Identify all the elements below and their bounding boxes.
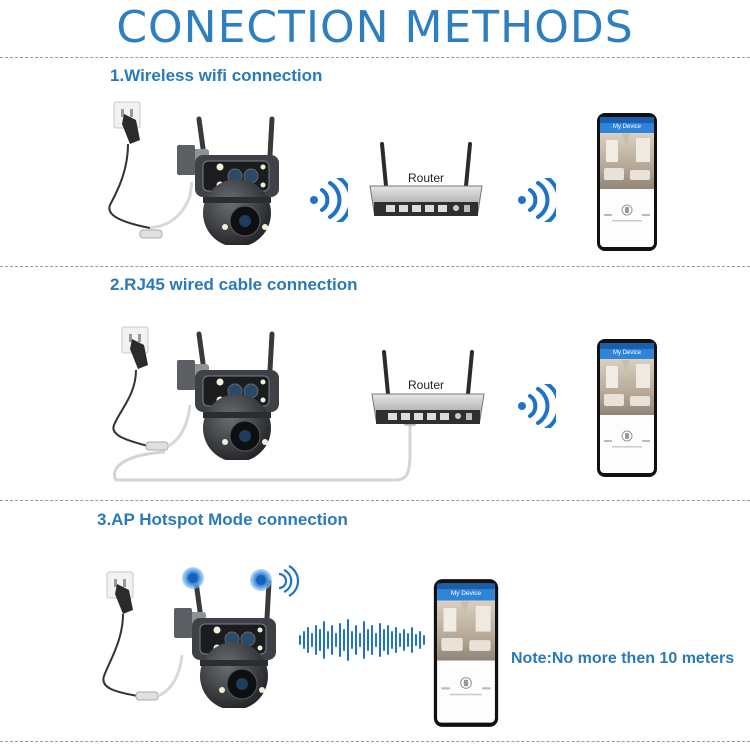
section-2-diagram: My Device: [112, 326, 658, 482]
section-1-diagram: My Device: [108, 101, 658, 252]
wifi-wave-icon: [516, 384, 556, 428]
camera-icon: [177, 334, 279, 462]
power-cable: [108, 143, 151, 229]
section-3-title: 3.AP Hotspot Mode connection: [97, 510, 348, 529]
section-1-title: 1.Wireless wifi connection: [110, 66, 323, 85]
section-2-title: 2.RJ45 wired cable connection: [110, 275, 358, 294]
divider-top: [0, 57, 750, 58]
smartphone-icon: [596, 338, 658, 478]
power-outlet-icon: [106, 571, 134, 615]
divider-1: [0, 266, 750, 267]
divider-bottom: [0, 741, 750, 742]
range-note: Note:No more then 10 meters: [511, 650, 735, 667]
wifi-wave-icon: [516, 178, 556, 222]
small-wifi-wave-icon: [278, 565, 300, 597]
power-cable: [102, 613, 139, 697]
wifi-wave-icon: [308, 178, 348, 222]
phone-app-title: My Device: [451, 590, 482, 597]
power-cable: [112, 369, 149, 447]
camera-cable: [149, 181, 194, 230]
smartphone-icon: [596, 112, 658, 252]
page-title: CONECTION METHODS: [116, 2, 634, 53]
camera-icon: [174, 582, 276, 710]
power-outlet-icon: [113, 101, 141, 145]
divider-2: [0, 500, 750, 501]
rj45-ethernet-cable: [113, 420, 412, 482]
power-outlet-icon: [121, 326, 149, 370]
section-3-diagram: My Device: [102, 565, 499, 728]
phone-app-title: My Device: [613, 124, 642, 130]
router-label: Router: [408, 378, 444, 392]
phone-app-title: My Device: [613, 350, 642, 356]
sound-wave-icon: [299, 619, 425, 661]
router-label: Router: [408, 171, 444, 185]
smartphone-icon: [433, 578, 499, 728]
